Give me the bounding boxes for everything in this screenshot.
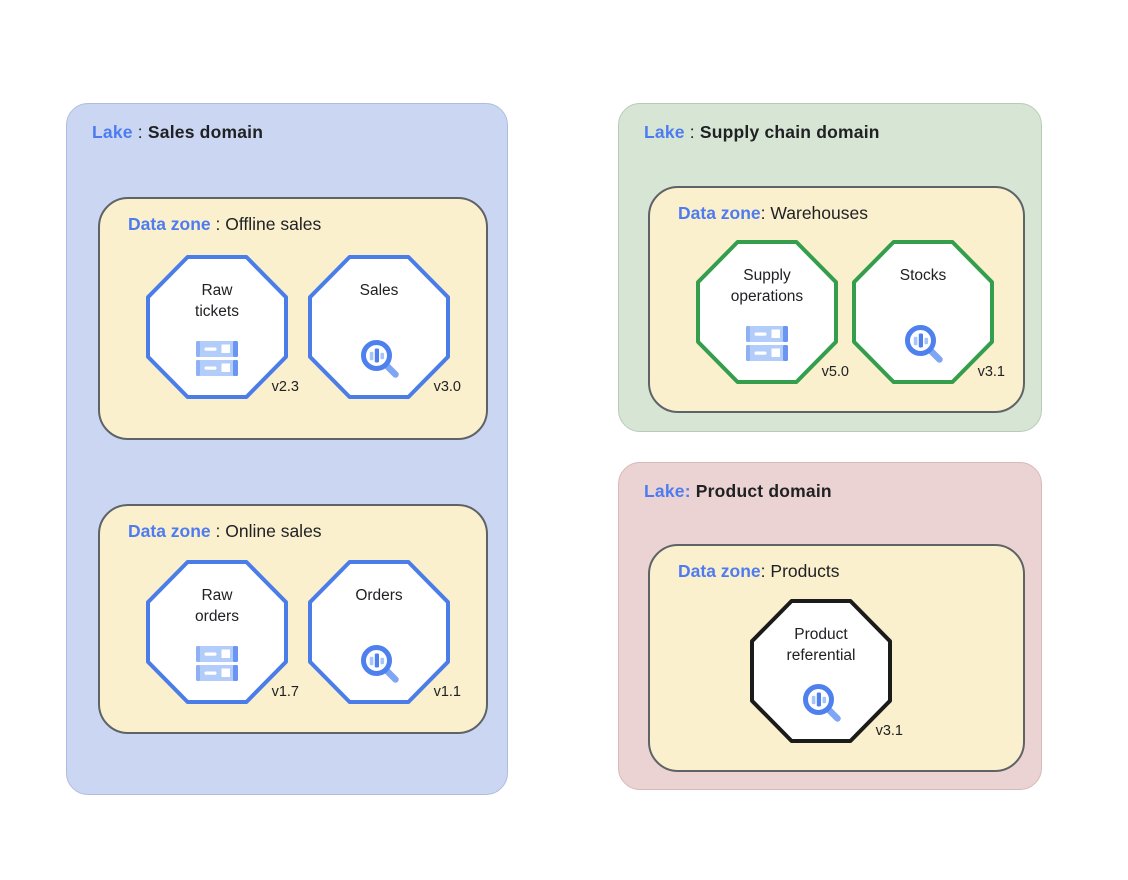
data-zone-label: Data zone <box>678 203 761 223</box>
zone-products-title: Data zone: Products <box>678 561 840 581</box>
storage-icon <box>146 340 288 377</box>
search-insights-icon <box>750 684 892 724</box>
version-label: v3.1 <box>977 364 1005 380</box>
search-insights-icon <box>308 340 450 380</box>
zone-name: Online sales <box>225 521 322 541</box>
lake-label: Lake <box>92 122 133 142</box>
lake-name: Product domain <box>695 481 832 501</box>
zone-name: Products <box>770 561 840 581</box>
octagon-shape <box>696 240 838 384</box>
version-label: v2.3 <box>271 379 299 395</box>
lake-name: Supply chain domain <box>699 122 880 142</box>
entity-label: Orders <box>355 587 403 604</box>
lake-supply-title: Lake : Supply chain domain <box>644 122 880 142</box>
data-zone-label: Data zone <box>678 561 761 581</box>
data-zone-label: Data zone <box>128 214 211 234</box>
zone-offline-title: Data zone : Offline sales <box>128 214 322 234</box>
lake-supply-chain-domain: Lake : Supply chain domain Data zone: Wa… <box>618 103 1042 432</box>
data-zone-label: Data zone <box>128 521 211 541</box>
zone-warehouses-title: Data zone: Warehouses <box>678 203 868 223</box>
search-insights-icon <box>852 325 994 365</box>
storage-icon <box>146 645 288 682</box>
lake-sales-domain: Lake : Sales domain Data zone : Offline … <box>66 103 508 795</box>
lake-label: Lake <box>644 122 685 142</box>
search-insights-icon <box>308 645 450 685</box>
lake-label: Lake: <box>644 481 691 501</box>
entity-label: Stocks <box>899 267 947 284</box>
zone-online-title: Data zone : Online sales <box>128 521 322 541</box>
zone-name: Warehouses <box>770 203 868 223</box>
entity-sales: Sales v3.0 <box>308 255 461 399</box>
storage-icon <box>696 325 838 362</box>
entity-orders: Orders v1.1 <box>308 560 461 704</box>
version-label: v5.0 <box>821 364 849 380</box>
version-label: v1.7 <box>271 684 299 700</box>
entity-stocks: Stocks v3.1 <box>852 240 1005 384</box>
zone-name: Offline sales <box>225 214 322 234</box>
version-label: v1.1 <box>433 684 461 700</box>
octagon-shape <box>146 255 288 399</box>
lake-product-title: Lake: Product domain <box>644 481 832 502</box>
lake-product-domain: Lake: Product domain Data zone: Products… <box>618 462 1042 790</box>
version-label: v3.1 <box>875 723 903 739</box>
version-label: v3.0 <box>433 379 461 395</box>
lake-name: Sales domain <box>147 122 264 142</box>
lake-sales-title: Lake : Sales domain <box>92 122 264 142</box>
octagon-shape <box>146 560 288 704</box>
entity-label: Sales <box>359 282 399 299</box>
